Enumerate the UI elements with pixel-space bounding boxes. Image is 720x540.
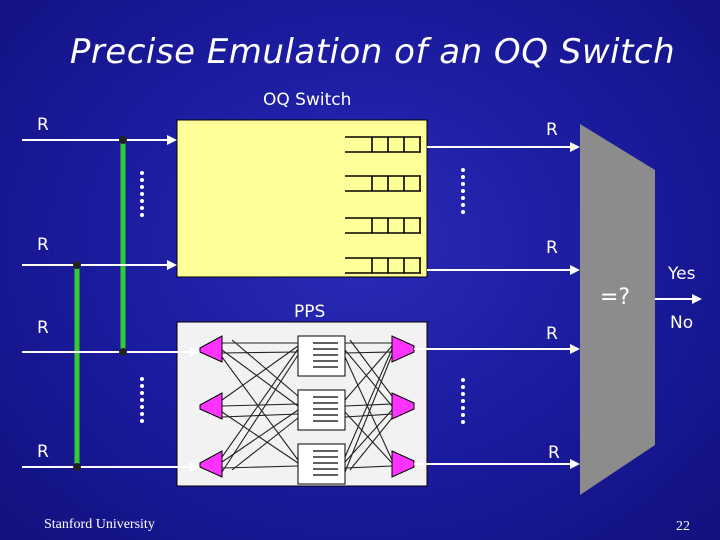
yes-label: Yes	[668, 264, 696, 284]
input-arrows	[22, 135, 200, 472]
pps-demux	[199, 335, 223, 478]
output-queue	[345, 175, 421, 192]
pps-input-rate: R	[37, 318, 49, 338]
ellipsis-dots	[140, 168, 465, 424]
pps-center-switch	[297, 389, 346, 431]
pps-output-rate: R	[546, 324, 558, 344]
output-arrows	[414, 142, 580, 469]
pps-output-rate: R	[548, 443, 560, 463]
footer-text: Stanford University	[44, 517, 155, 532]
comparator-shape	[580, 124, 655, 495]
oq-switch-box	[176, 119, 428, 278]
oq-switch-label: OQ Switch	[263, 90, 352, 110]
output-queue	[345, 217, 421, 234]
comparator-label: =?	[600, 285, 631, 310]
oq-output-rate: R	[546, 120, 558, 140]
pps-center-switch	[297, 443, 346, 485]
output-queues	[345, 136, 421, 274]
output-queue	[345, 257, 421, 274]
oq-input-rate: R	[37, 115, 49, 135]
slide-title: Precise Emulation of an OQ Switch	[69, 32, 676, 72]
oq-output-rate: R	[546, 238, 558, 258]
pps-center-switch	[297, 335, 346, 377]
pps-input-rate: R	[37, 442, 49, 462]
oq-input-rate: R	[37, 235, 49, 255]
output-queue	[345, 136, 421, 153]
tap-dots	[73, 136, 127, 471]
pps-label: PPS	[294, 302, 326, 322]
page-number: 22	[676, 519, 690, 534]
pps-mux	[391, 335, 415, 478]
pps-interconnect	[221, 339, 393, 473]
no-label: No	[670, 313, 694, 333]
